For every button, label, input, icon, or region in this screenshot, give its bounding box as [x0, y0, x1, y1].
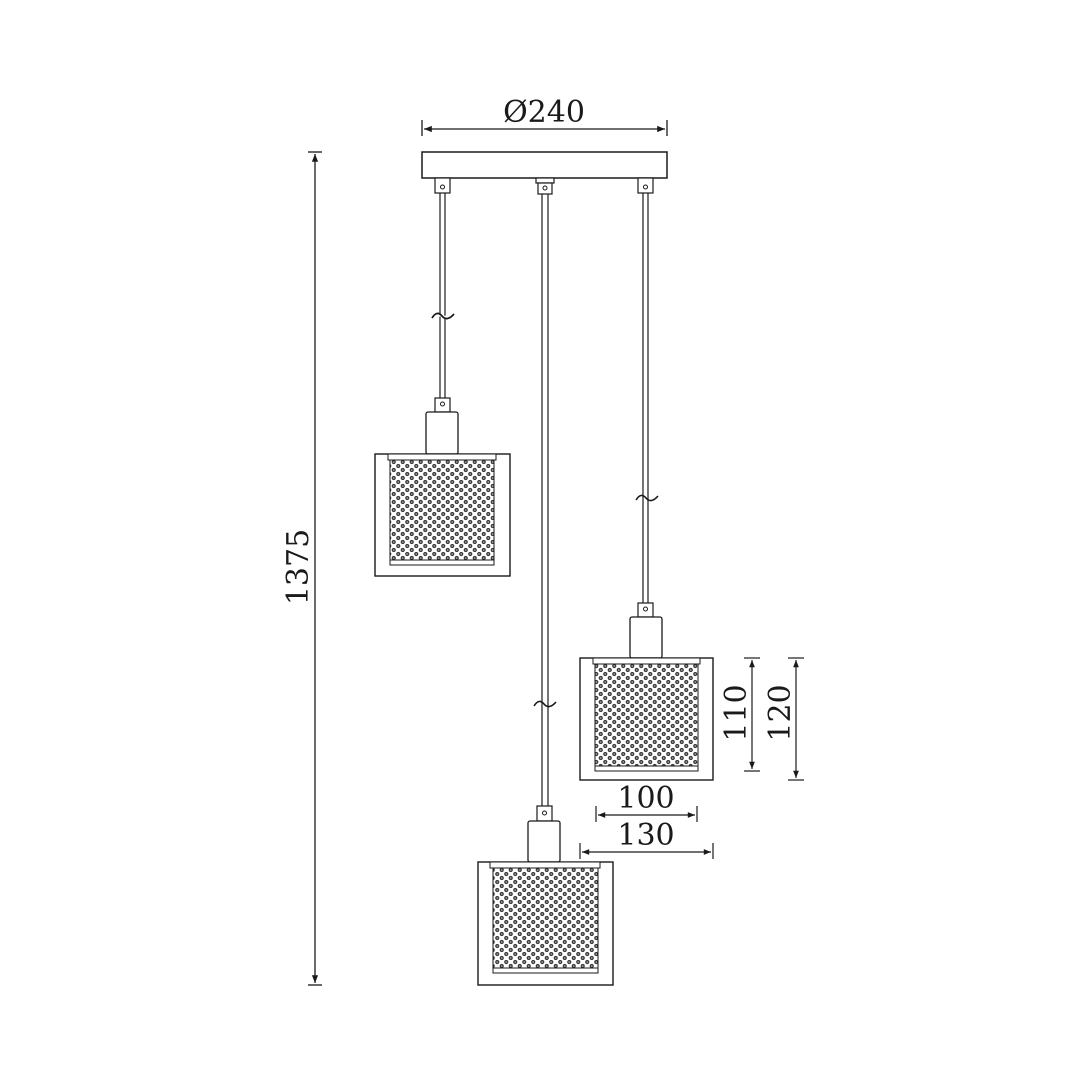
shade-outer-height-label: 120	[763, 684, 798, 741]
ceiling-canopy	[421, 151, 668, 195]
pendant-right	[579, 602, 714, 781]
pendant-center	[477, 805, 614, 986]
canopy-diameter-label: Ø240	[503, 95, 585, 130]
shade-outer-width-label: 130	[617, 818, 674, 853]
shade-inner-width-dimension: 100	[595, 781, 698, 822]
canopy-width-dimension: Ø240	[421, 95, 668, 136]
shade-outer-width-dimension: 130	[579, 818, 714, 859]
shade-outer-height-dimension: 120	[763, 657, 804, 781]
shade-inner-width-label: 100	[617, 781, 674, 816]
overall-height-dimension: 1375	[281, 151, 322, 986]
overall-height-label: 1375	[281, 529, 316, 605]
cables	[439, 193, 649, 806]
shade-inner-height-dimension: 110	[719, 657, 760, 772]
pendant-left	[374, 397, 511, 577]
cable-break-symbols	[431, 312, 659, 708]
shade-inner-height-label: 110	[719, 684, 754, 741]
